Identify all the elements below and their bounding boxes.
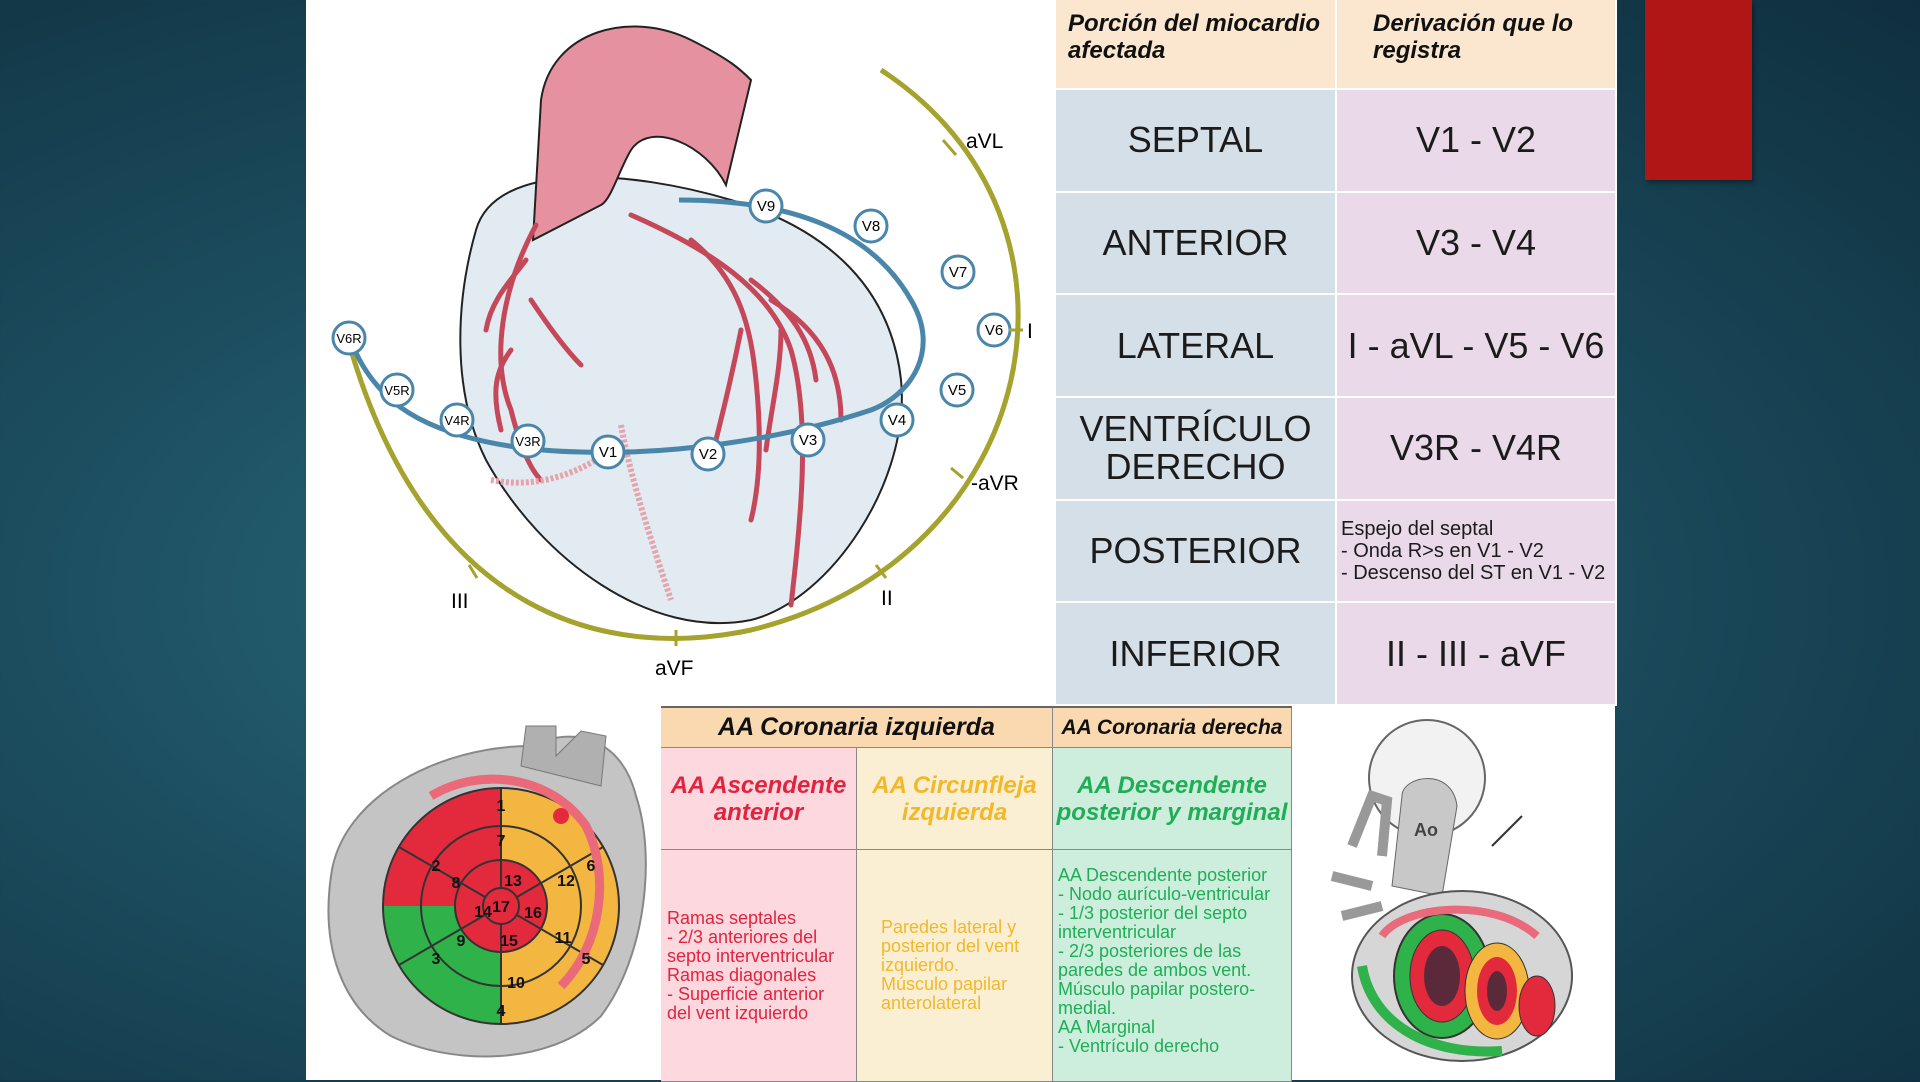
posterior-descending-dotted	[618, 424, 674, 601]
lead-iii-label: III	[451, 590, 469, 613]
segment-16: 16	[524, 905, 542, 922]
lead-v5r: V5R	[379, 372, 415, 408]
segment-5: 5	[582, 951, 591, 968]
bullseye-heart-illustration: 1 2 3 4 5 6 7 8 9 10 11 12 13 14 15 16 1…	[311, 706, 661, 1080]
lead-v7-label: V7	[949, 264, 967, 281]
segment-3: 3	[432, 951, 441, 968]
lead-v3r-label: V3R	[515, 434, 540, 449]
limb-lead-ticks	[467, 139, 1023, 646]
precordial-lead-nodes: V6R V5R V4R V3R V1 V2 V3 V4 V5 V6 V7 V8 …	[331, 188, 1012, 472]
segment-12: 12	[557, 873, 575, 890]
lead-v3-label: V3	[799, 432, 817, 449]
segment-4: 4	[497, 1003, 506, 1020]
segment-6: 6	[587, 858, 596, 875]
right-coronary-header: AA Coronaria derecha	[1053, 708, 1292, 748]
lead-v5r-label: V5R	[384, 383, 409, 398]
lead-v4-label: V4	[888, 412, 906, 429]
lead-v1: V1	[590, 434, 626, 470]
leads-right-ventricle: V3R - V4R	[1337, 397, 1617, 501]
heart-body	[459, 176, 903, 625]
lead-avf-label: aVF	[655, 657, 694, 680]
lead-avl-label: aVL	[966, 130, 1003, 153]
lead-ii-label: II	[881, 587, 893, 610]
lead-v3r: V3R	[510, 423, 546, 459]
coronary-heart-svg: Ao	[1330, 719, 1573, 1062]
coronary-heart-illustration: Ao	[1292, 706, 1615, 1080]
lead-v8-label: V8	[862, 218, 880, 235]
aorta-label: Ao	[1414, 820, 1438, 840]
region-right-ventricle: VENTRÍCULO DERECHO	[1056, 397, 1337, 501]
accent-tab	[1645, 0, 1752, 180]
lead-v5: V5	[939, 372, 975, 408]
segment-1: 1	[497, 798, 506, 815]
bullseye-svg: 1 2 3 4 5 6 7 8 9 10 11 12 13 14 15 16 1…	[327, 725, 647, 1058]
segment-17: 17	[492, 899, 510, 916]
segment-2: 2	[432, 858, 441, 875]
heart-diagram-svg: V6R V5R V4R V3R V1 V2 V3 V4 V5 V6 V7 V8 …	[331, 25, 1033, 680]
lead-v5-label: V5	[948, 382, 966, 399]
vessels	[1330, 789, 1393, 921]
region-posterior: POSTERIOR	[1056, 500, 1337, 604]
lad-title: AA Ascendente anterior	[661, 748, 857, 850]
limb-lead-arc	[348, 67, 1021, 641]
lead-v3: V3	[790, 422, 826, 458]
lead-table: Porción del miocardio afectada Derivació…	[1054, 0, 1617, 706]
lad-description: Ramas septales - 2/3 anteriores del sept…	[661, 850, 857, 1082]
aorta-trunk	[1391, 778, 1458, 897]
left-coronary-header: AA Coronaria izquierda	[661, 708, 1053, 748]
leads-posterior: Espejo del septal - Onda R>s en V1 - V2 …	[1337, 500, 1617, 604]
lead-v6: V6	[976, 312, 1012, 348]
segment-7: 7	[497, 833, 506, 850]
segment-11: 11	[555, 930, 572, 947]
lead-v4r-label: V4R	[444, 413, 469, 428]
lead-minus-avr-label: -aVR	[971, 472, 1019, 495]
leads-inferior: II - III - aVF	[1337, 603, 1617, 706]
coronary-vessels	[483, 212, 844, 608]
region-inferior: INFERIOR	[1056, 603, 1337, 706]
lead-v6r-label: V6R	[336, 331, 361, 346]
lead-i-label: I	[1027, 320, 1033, 343]
header-recording-lead: Derivación que lo registra	[1337, 0, 1617, 90]
circumflex-description: Paredes lateral y posterior del vent izq…	[857, 850, 1053, 1082]
segment-9: 9	[457, 933, 466, 950]
great-vessels	[520, 725, 607, 787]
segment-13: 13	[504, 873, 522, 890]
circumflex-title: AA Circunfleja izquierda	[857, 748, 1053, 850]
aortic-arch	[531, 25, 753, 242]
lead-v8: V8	[853, 208, 889, 244]
leads-lateral: I - aVL - V5 - V6	[1337, 295, 1617, 398]
lead-v6-label: V6	[985, 322, 1003, 339]
lead-v2-label: V2	[699, 446, 717, 463]
segment-14: 14	[474, 904, 492, 921]
lead-v7: V7	[940, 254, 976, 290]
lead-v4r: V4R	[439, 402, 475, 438]
lead-v1-label: V1	[599, 444, 617, 461]
lead-v9: V9	[748, 188, 784, 224]
lead-v4: V4	[879, 402, 915, 438]
region-lateral: LATERAL	[1056, 295, 1337, 398]
header-myocardium-portion: Porción del miocardio afectada	[1056, 0, 1337, 90]
heart-lead-diagram: V6R V5R V4R V3R V1 V2 V3 V4 V5 V6 V7 V8 …	[311, 0, 1054, 706]
slide: V6R V5R V4R V3R V1 V2 V3 V4 V5 V6 V7 V8 …	[306, 0, 1617, 1082]
lead-v2: V2	[690, 436, 726, 472]
posterior-descending-title: AA Descendente posterior y marginal	[1053, 748, 1292, 850]
region-septal: SEPTAL	[1056, 90, 1337, 193]
segment-15: 15	[500, 933, 518, 950]
segment-10: 10	[507, 975, 525, 992]
lead-v6r: V6R	[331, 320, 367, 356]
leads-anterior: V3 - V4	[1337, 192, 1617, 296]
lead-v9-label: V9	[757, 198, 775, 215]
posterior-descending-description: AA Descendente posterior - Nodo aurículo…	[1053, 850, 1292, 1082]
segment-8: 8	[452, 875, 461, 892]
leads-septal: V1 - V2	[1337, 90, 1617, 193]
coronary-table: AA Coronaria izquierda AA Coronaria dere…	[661, 706, 1292, 1082]
leads-posterior-text: Espejo del septal - Onda R>s en V1 - V2 …	[1341, 517, 1606, 584]
region-anterior: ANTERIOR	[1056, 192, 1337, 296]
